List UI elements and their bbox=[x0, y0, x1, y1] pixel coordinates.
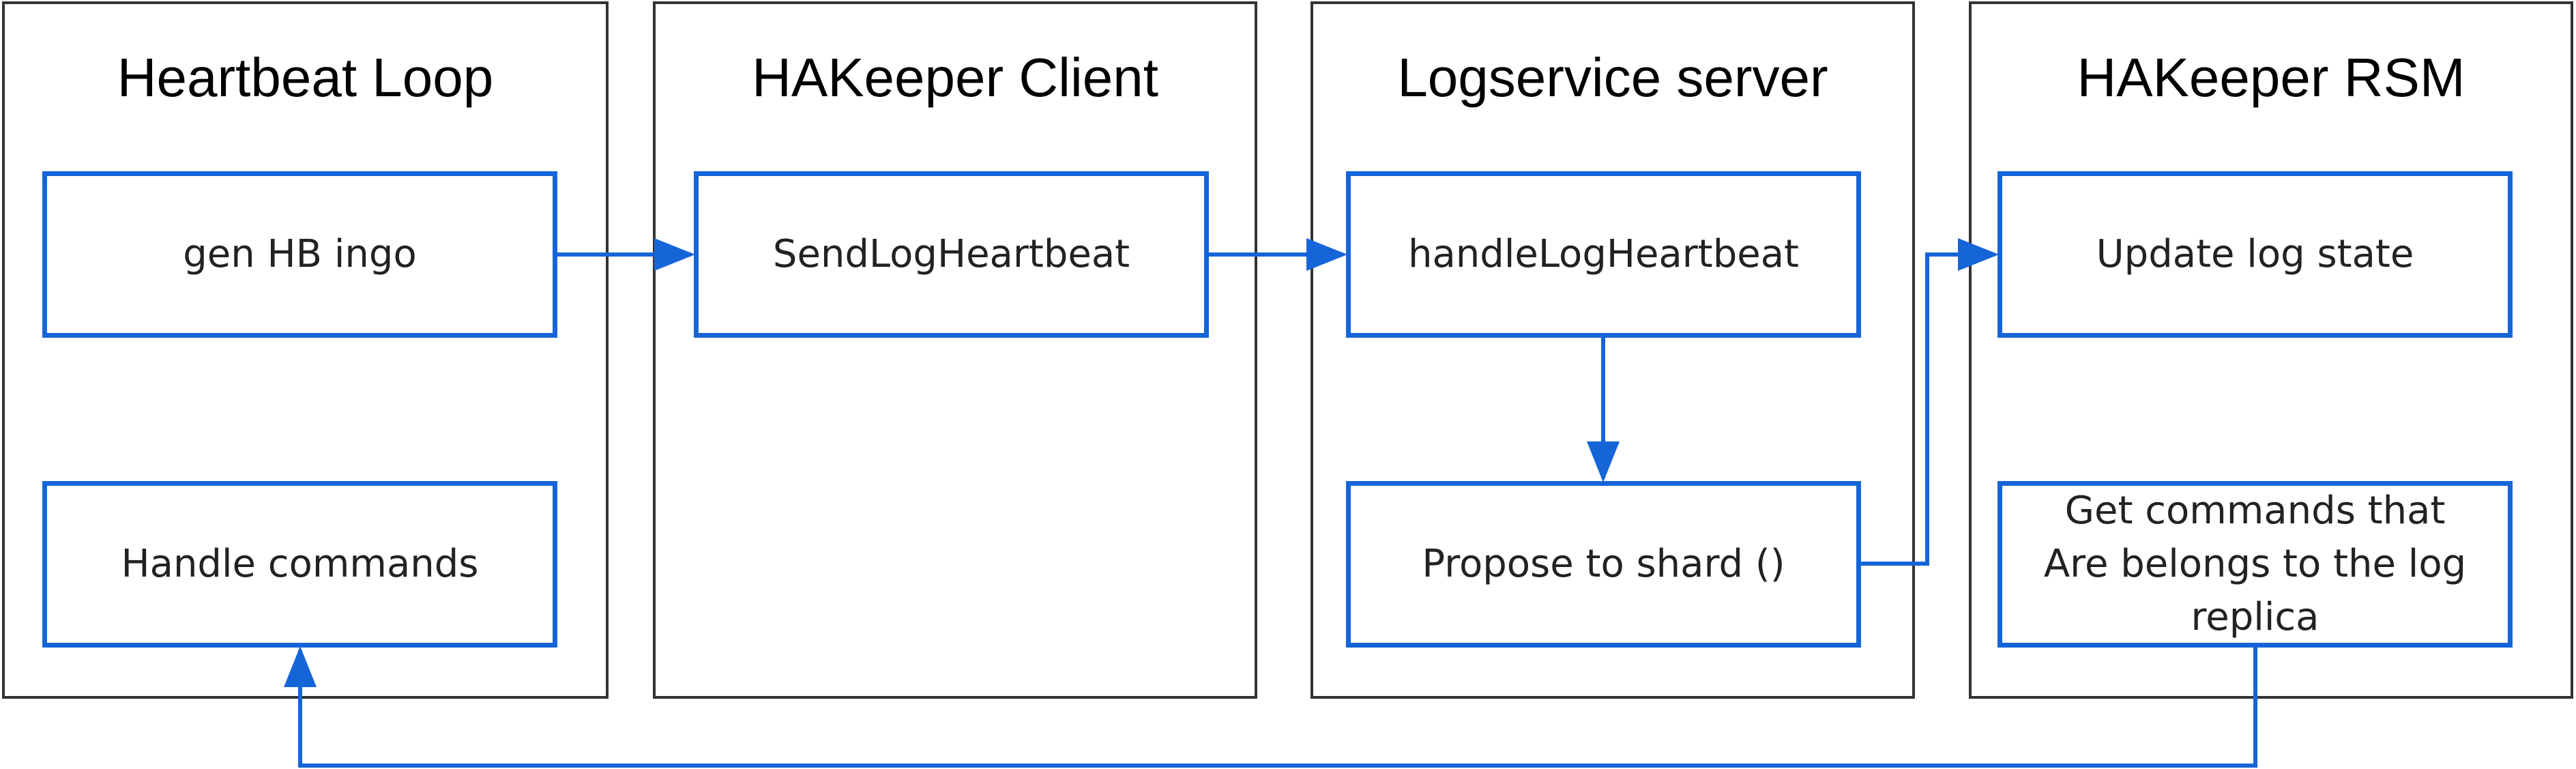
lane-title: Heartbeat Loop bbox=[117, 47, 494, 108]
node-handle-commands: Handle commands bbox=[42, 481, 557, 648]
lane-hakeeper-client: HAKeeper Client bbox=[653, 1, 1257, 699]
node-label-line-3: replica bbox=[2191, 595, 2319, 639]
lane-title: Logservice server bbox=[1397, 47, 1828, 108]
node-label-line-2: Are belongs to the log bbox=[2043, 542, 2467, 586]
node-gen-hb-info: gen HB ingo bbox=[42, 171, 557, 338]
node-update-log-state: Update log state bbox=[1997, 171, 2513, 338]
arrow-get-commands-to-handle-commands bbox=[284, 646, 2257, 768]
node-propose-to-shard: Propose to shard () bbox=[1346, 481, 1861, 648]
node-label: Update log state bbox=[2096, 232, 2414, 276]
node-label: SendLogHeartbeat bbox=[772, 232, 1130, 276]
node-handle-log-heartbeat: handleLogHeartbeat bbox=[1346, 171, 1861, 338]
node-label: gen HB ingo bbox=[183, 232, 417, 276]
lane-title: HAKeeper Client bbox=[752, 47, 1158, 108]
arrow-propose-to-update-log-state bbox=[1861, 238, 1999, 566]
node-label: Propose to shard () bbox=[1422, 542, 1785, 586]
node-send-log-heartbeat: SendLogHeartbeat bbox=[694, 171, 1209, 338]
node-label-line-1: Get commands that bbox=[2064, 489, 2446, 533]
node-get-commands: Get commands that Are belongs to the log… bbox=[1997, 481, 2513, 648]
node-label: Handle commands bbox=[121, 542, 479, 586]
lane-title: HAKeeper RSM bbox=[2077, 47, 2465, 108]
node-label: handleLogHeartbeat bbox=[1407, 232, 1799, 276]
